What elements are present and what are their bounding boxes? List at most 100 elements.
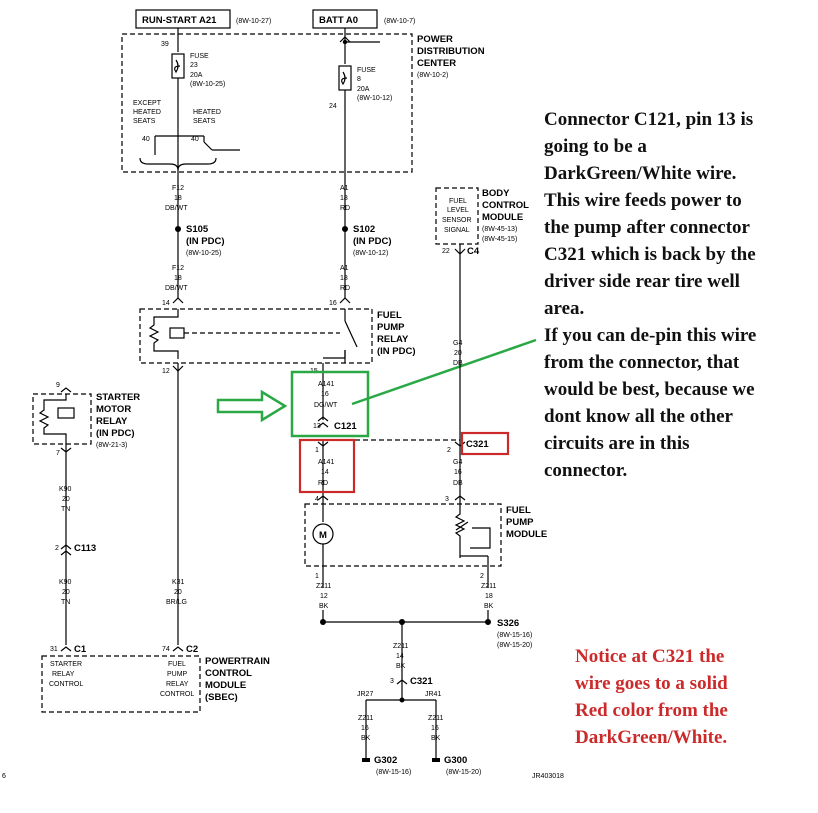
except-l2: HEATED [133, 109, 161, 116]
annotation-note-black: Connector C121, pin 13 is going to be a … [544, 109, 757, 481]
bcm-box [435, 187, 479, 245]
fpr-l2: PUMP [377, 322, 405, 333]
wire-g4b-l2: 16 [454, 469, 462, 476]
run-start-label-box [135, 9, 231, 29]
bcm-l3: MODULE [482, 212, 523, 223]
wire-f12a-l2: 18 [174, 195, 182, 202]
relay-pin-12: 12 [162, 368, 170, 375]
wire-a141b-l2: 14 [321, 469, 329, 476]
smr-l2: MOTOR [96, 404, 131, 415]
pcm-l2: CONTROL [205, 668, 252, 679]
c321-highlight-box [460, 431, 510, 456]
fuse23-l3: 20A [190, 72, 203, 79]
wire-z211l-l3: BK [319, 603, 329, 610]
wire-a1a-l2: 18 [340, 195, 348, 202]
pcm-c2: C2 [186, 644, 198, 655]
wire-z211jr-l2: 16 [431, 725, 439, 732]
bcm-l1: BODY [482, 188, 510, 199]
wire-a1b-l1: A1 [340, 265, 349, 272]
smr-l1: STARTER [96, 392, 140, 403]
jr27-label: JR27 [357, 691, 373, 698]
green-arrow-icon [216, 389, 288, 423]
s102-label: S102 [353, 224, 375, 235]
green-pointer-line [351, 338, 537, 406]
pdc-pin-40b: 40 [191, 136, 199, 143]
c121-highlight-box [290, 370, 370, 438]
g302-label: G302 [374, 755, 397, 766]
fpm-pin-4: 4 [315, 496, 319, 503]
pdc-title-3: CENTER [417, 58, 456, 69]
wire-z211jl-l3: BK [361, 735, 371, 742]
bcm-c4: C4 [467, 246, 480, 257]
bcm-l2: CONTROL [482, 200, 529, 211]
relay-pin-16: 16 [329, 300, 337, 307]
wire-a141a-l2: 16 [321, 391, 329, 398]
wire-f12b-l2: 18 [174, 275, 182, 282]
wire-a141a-l1: A141 [318, 381, 334, 388]
smr-l4: (IN PDC) [96, 428, 135, 439]
s326-ref1: (8W-15-16) [497, 632, 532, 639]
pdc-pin-40a: 40 [142, 136, 150, 143]
smr-pin-7: 7 [56, 450, 60, 457]
wire-a141a-l3: DG/WT [314, 402, 338, 409]
pcm-starter-l3: CONTROL [49, 681, 83, 688]
c321-pin-2: 2 [447, 447, 451, 454]
wire-a1a-l1: A1 [340, 185, 349, 192]
fpm-l1: FUEL [506, 505, 531, 516]
wire-k31-l2: 20 [174, 589, 182, 596]
bcm-sig-l1: FUEL [449, 198, 467, 205]
wire-g4b-l3: DB [453, 480, 463, 487]
wire-z211c-l3: BK [396, 663, 406, 670]
bcm-sig-l3: SENSOR [442, 217, 472, 224]
c121-pin-13: 13 [313, 423, 321, 430]
wire-a141b-l1: A141 [318, 459, 334, 466]
pcm-c1-pin: 31 [50, 646, 58, 653]
wire-z211jr-l1: Z211 [428, 715, 444, 722]
wire-z211c-l1: Z211 [393, 643, 409, 650]
pcm-l1: POWERTRAIN [205, 656, 270, 667]
pcm-c1: C1 [74, 644, 87, 655]
wire-z211jl-l1: Z211 [358, 715, 374, 722]
smr-l3: RELAY [96, 416, 128, 427]
smr-ref: (8W-21-3) [96, 442, 127, 449]
g300-ref: (8W-15-20) [446, 769, 481, 776]
relay-switch-icon [344, 309, 358, 363]
fuel-level-sender-icon [454, 504, 491, 558]
wire-a1b-l2: 18 [340, 275, 348, 282]
relay-coil-icon [169, 327, 185, 339]
fuse8-l3: 20A [357, 86, 370, 93]
wire-z211l-l2: 12 [320, 593, 328, 600]
smr-pin-9: 9 [56, 382, 60, 389]
pdc-box [121, 33, 413, 173]
s102-ref: (8W-10-12) [353, 250, 388, 257]
pcm-box [41, 655, 201, 713]
bcm-ref1: (8W-45-13) [482, 226, 517, 233]
s326-ref2: (8W-15-20) [497, 642, 532, 649]
wire-g4b-l1: G4 [453, 459, 462, 466]
pcm-pump-l3: RELAY [166, 681, 189, 688]
pump-motor-label: M [319, 530, 327, 541]
bcm-sig-l4: SIGNAL [444, 227, 470, 234]
wire-k90a-l3: TN [61, 506, 70, 513]
pcm-pump-l1: FUEL [168, 661, 186, 668]
g300-label: G300 [444, 755, 467, 766]
splice-s105-dot [175, 226, 181, 232]
ground-g300-icon [432, 758, 440, 762]
wire-a1a-l3: RD [340, 205, 350, 212]
wire-g4a-l3: DB [453, 360, 463, 367]
wire-z211r-l3: BK [484, 603, 494, 610]
s105-sub: (IN PDC) [186, 236, 225, 247]
c113-label: C113 [74, 543, 96, 554]
fuse23-ref: (8W-10-25) [190, 81, 225, 88]
wire-z211jl-l2: 16 [361, 725, 369, 732]
wire-k31-l1: K31 [172, 579, 185, 586]
pcm-l4: (SBEC) [205, 692, 238, 703]
wire-z211r-l1: Z211 [481, 583, 497, 590]
jr41-label: JR41 [425, 691, 441, 698]
fuse8-l1: FUSE [357, 67, 376, 74]
wire-k90a-l1: K90 [59, 486, 72, 493]
pcm-c2-pin: 74 [162, 646, 170, 653]
fuse8-l2: 8 [357, 76, 361, 83]
